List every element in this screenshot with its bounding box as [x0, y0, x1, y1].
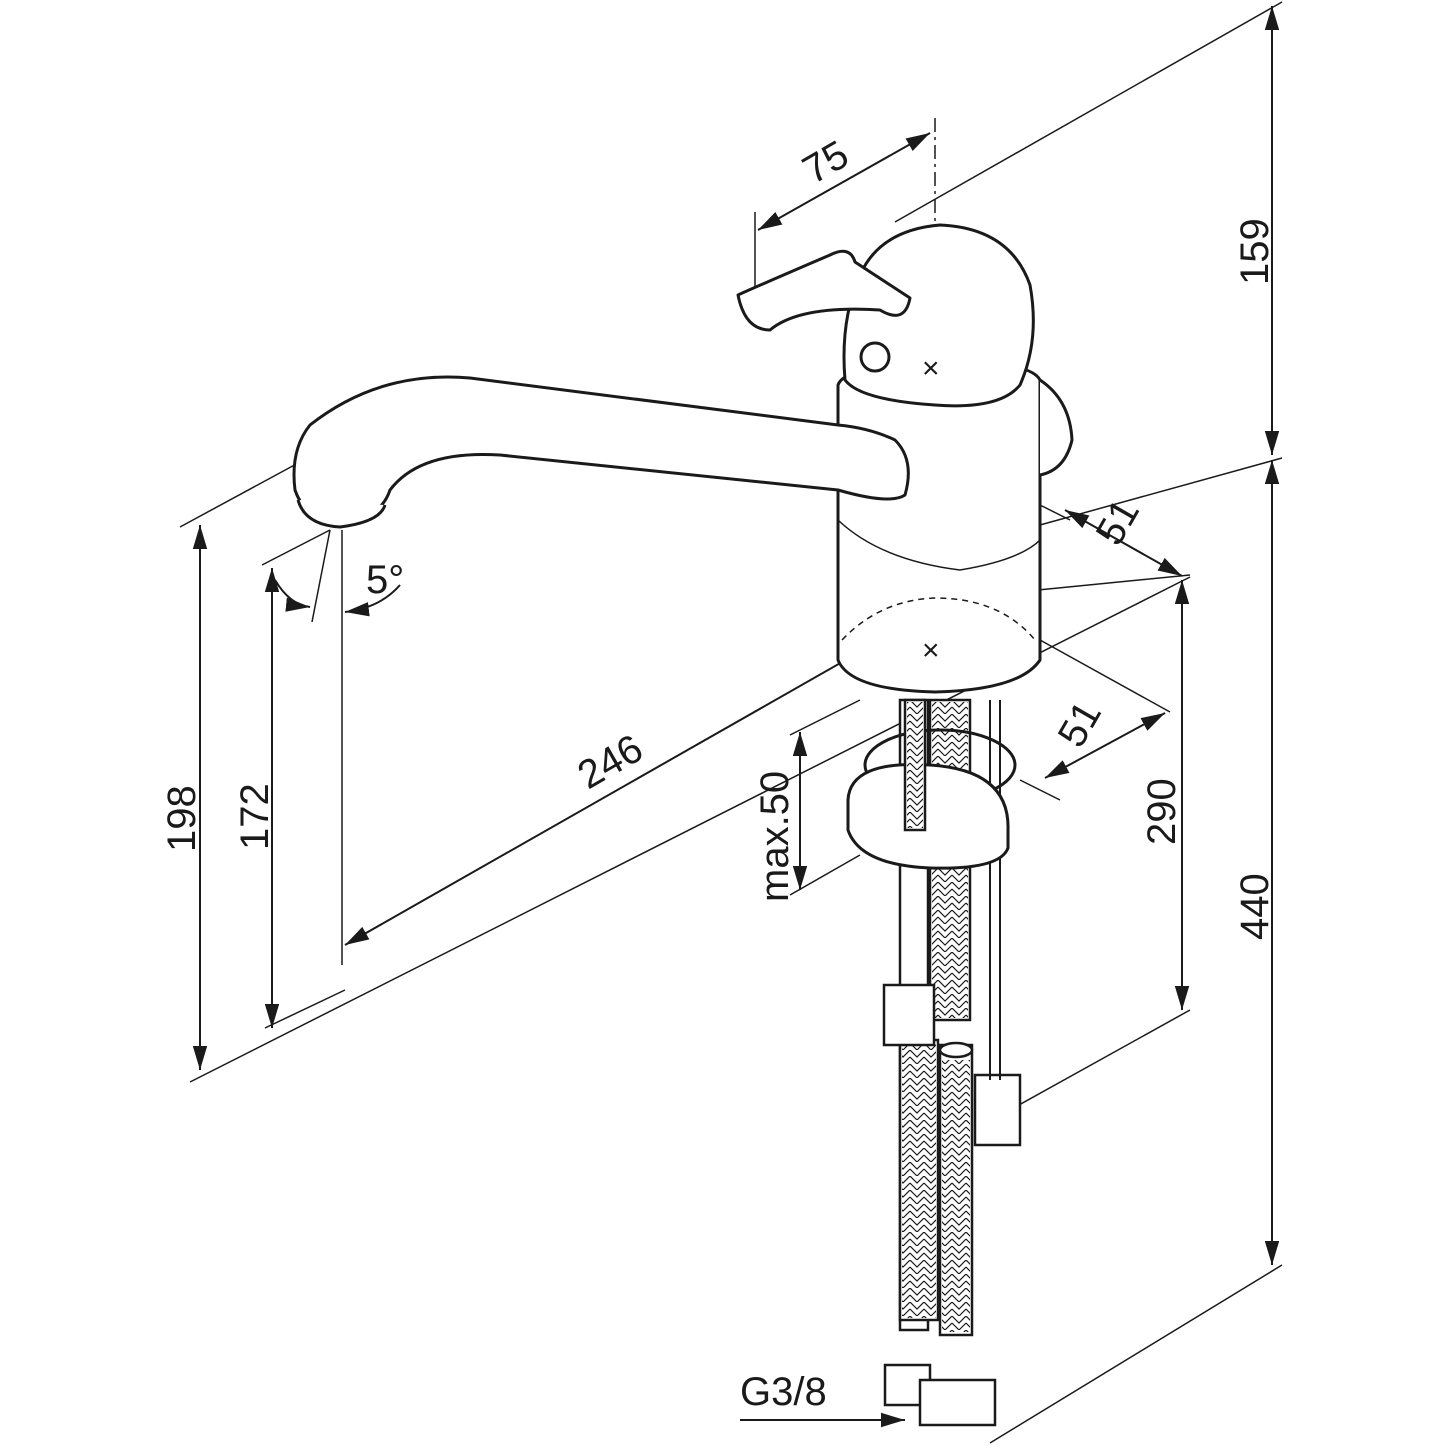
lever-handle [736, 223, 1035, 408]
dim-max-50: max.50 [753, 771, 797, 902]
center-marks: × × [922, 352, 940, 667]
dimension-lines [192, 6, 1280, 1428]
center-mark: × [922, 634, 940, 667]
dim-51-bottom: 51 [1050, 694, 1110, 755]
dim-75: 75 [796, 132, 857, 192]
dim-246: 246 [571, 726, 651, 797]
dim-159: 159 [1233, 218, 1277, 285]
dim-290: 290 [1140, 778, 1184, 845]
faucet-body [836, 360, 1074, 694]
dim-thread: G3/8 [740, 1370, 827, 1414]
center-mark: × [922, 352, 940, 385]
dim-172: 172 [233, 783, 277, 850]
dim-angle: 5° [366, 558, 404, 602]
dim-198: 198 [160, 785, 204, 852]
dim-440: 440 [1233, 873, 1277, 940]
mounting-washers [846, 698, 1017, 870]
dim-51-top: 51 [1088, 492, 1148, 553]
extension-lines [179, 1, 1283, 1444]
spout [292, 375, 910, 529]
dimension-labels: 159 440 290 198 172 246 75 51 51 max.50 … [160, 132, 1277, 1414]
